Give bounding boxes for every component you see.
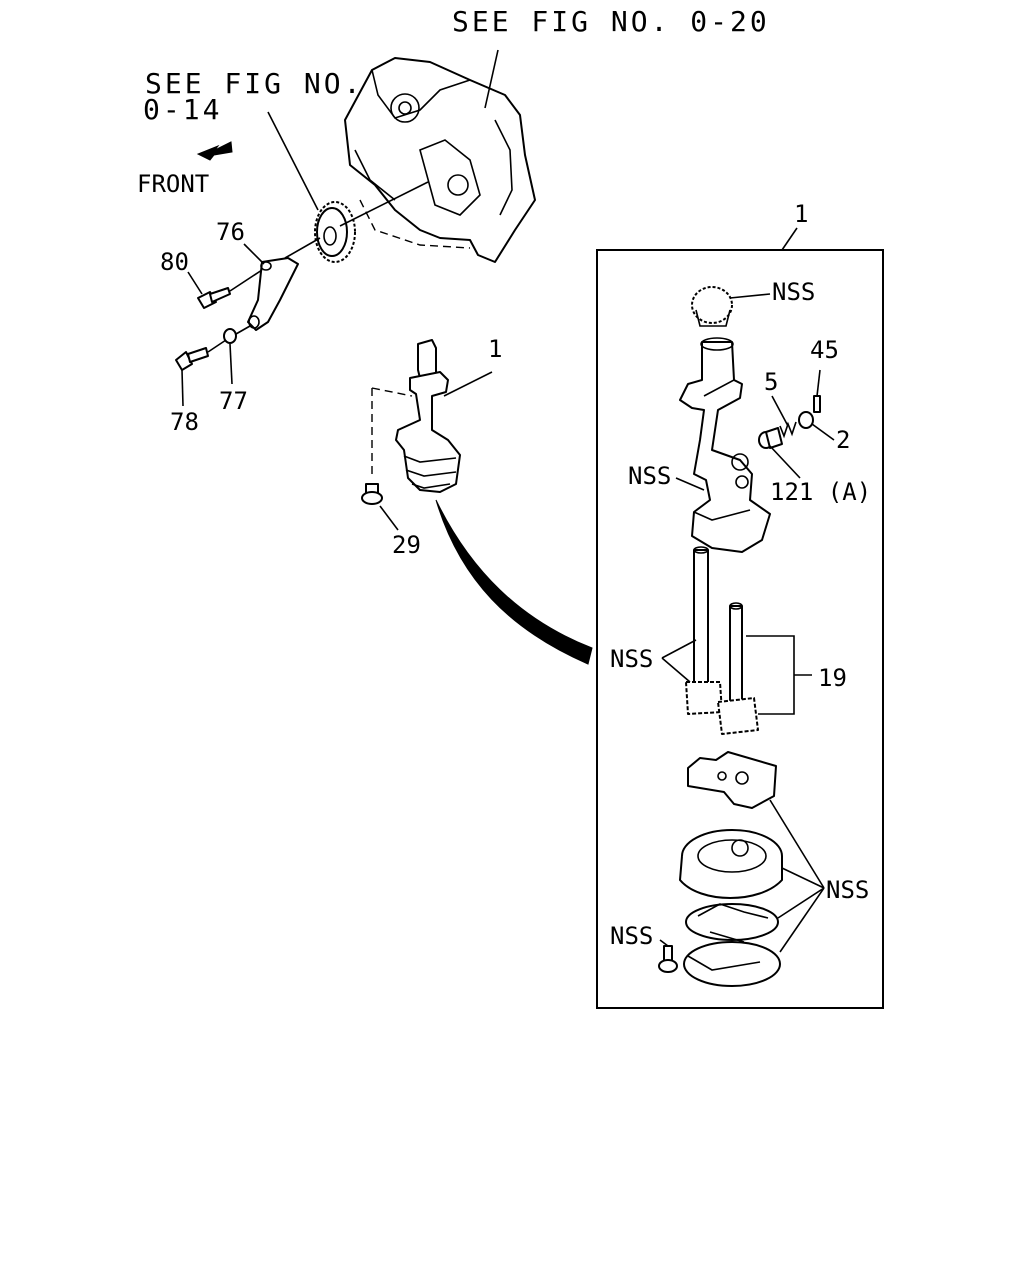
callout-77: 77 [219,387,248,415]
idler-shaft-gear [717,602,759,735]
pin-45 [813,369,821,413]
callout-19: 19 [818,664,847,692]
callout-45: 45 [810,336,839,364]
callout-nss-cover: NSS [826,876,869,904]
strainer-screen [685,903,779,943]
driven-gear-top [691,286,733,327]
callout-76: 76 [216,218,245,246]
callout-1-left: 1 [488,335,502,363]
front-label: FRONT [137,170,209,198]
small-bolt [658,945,678,973]
ref-fig-0-14-line2: 0-14 [143,93,222,126]
pump-body [679,337,771,553]
bolt-80 [197,269,263,309]
callout-78: 78 [170,408,199,436]
bracket [247,237,321,331]
bolt-78 [175,339,227,371]
bolt-29 [361,483,399,531]
callout-121a: 121 (A) [770,478,871,506]
exploded-view-connector [435,499,593,665]
cover-plate [687,751,777,809]
drive-gear [314,181,429,263]
exploded-view-frame [596,249,884,1009]
relief-valve-parts [758,411,814,449]
callout-nss-bolt: NSS [610,922,653,950]
leader-fig-0-14 [267,111,319,211]
drive-shaft-gear [685,546,723,715]
strainer-housing [679,829,783,899]
callout-1-box: 1 [794,200,808,228]
callout-nss-shaft: NSS [610,645,653,673]
oil-pump-assembly-small [371,339,493,493]
callout-nss-top: NSS [772,278,815,306]
strainer-bowl [683,941,781,987]
callout-nss-body: NSS [628,462,671,490]
front-arrow-icon [196,141,233,161]
callout-5: 5 [764,368,778,396]
callout-80: 80 [160,248,189,276]
ref-fig-0-20: SEE FIG NO. 0-20 [452,5,770,38]
callout-2: 2 [836,426,850,454]
callout-29: 29 [392,531,421,559]
washer-77 [223,328,237,344]
ref-fig-0-14-line1: SEE FIG NO. [145,67,363,100]
engine-block-housing [344,49,536,263]
